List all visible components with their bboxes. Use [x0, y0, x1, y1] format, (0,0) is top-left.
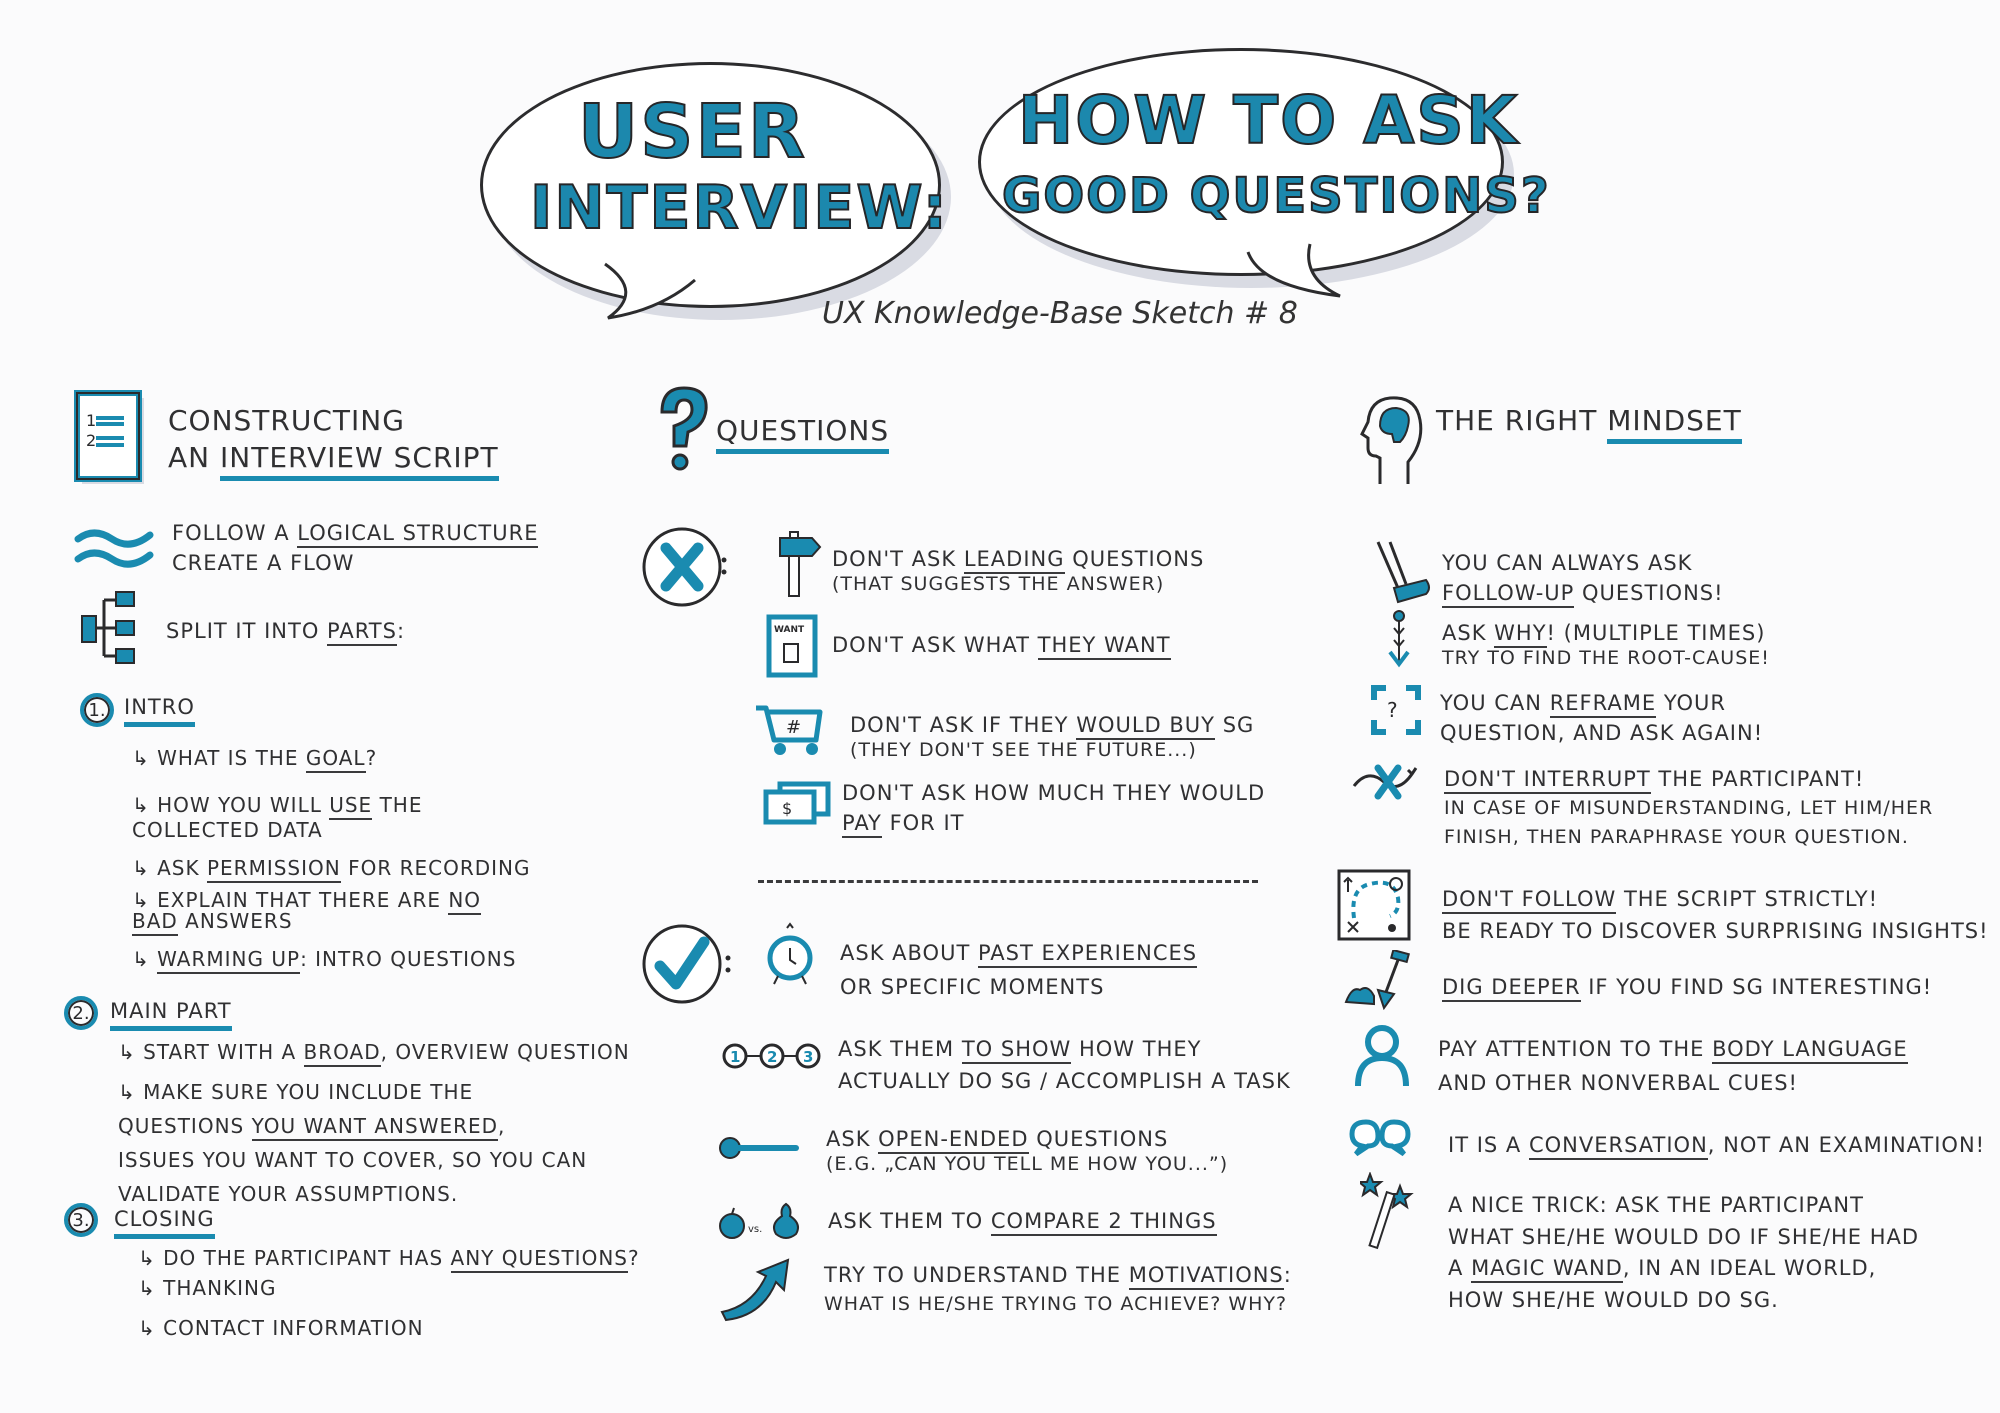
dont-item-want: DON'T ASK WHAT THEY WANT [832, 632, 1171, 660]
svg-text:1: 1 [86, 411, 96, 430]
svg-text:3: 3 [803, 1048, 813, 1066]
mindset-item-magic-wand: A NICE TRICK: ASK THE PARTICIPANT WHAT S… [1448, 1193, 1920, 1312]
section-divider [758, 880, 1258, 883]
svg-text:WANT: WANT [774, 625, 805, 635]
intro-item-permission: ↳ ASK PERMISSION FOR RECORDING [132, 856, 531, 883]
part-number-3: 3. [64, 1203, 98, 1237]
mindset-item-reframe: YOU CAN REFRAME YOUR QUESTION, AND ASK A… [1440, 691, 1764, 746]
main-item-include-questions: ↳ MAKE SURE YOU INCLUDE THE QUESTIONS YO… [118, 1080, 588, 1206]
part-number-2: 2. [64, 996, 98, 1030]
speech-bubbles-icon [1349, 1119, 1411, 1157]
emph-interview-script: INTERVIEW SCRIPT [220, 441, 499, 481]
intro-item-warming-up: ↳ WARMING UP: INTRO QUESTIONS [132, 947, 516, 974]
split-text: SPLIT IT INTO PARTS: [166, 618, 405, 646]
speech-bubble-right [978, 48, 1504, 276]
flow-text: FOLLOW A LOGICAL STRUCTURE CREATE A FLOW [172, 521, 539, 576]
dont-item-pay: DON'T ASK HOW MUCH THEY WOULD PAY FOR IT [842, 780, 1265, 839]
mindset-item-conversation: IT IS A CONVERSATION, NOT AN EXAMINATION… [1448, 1132, 1985, 1160]
closing-item-questions: ↳ DO THE PARTICIPANT HAS ANY QUESTIONS? [138, 1246, 640, 1273]
swing-icon [1376, 541, 1430, 604]
do-item-compare: ASK THEM TO COMPARE 2 THINGS [828, 1208, 1217, 1236]
signpost-icon [779, 531, 822, 597]
title-interview: INTERVIEW: [529, 173, 949, 243]
section-title-questions: QUESTIONS [716, 414, 890, 454]
numbered-list-document-icon: 1 2 [74, 390, 144, 484]
x-circle-icon [642, 527, 727, 607]
do-item-past-experiences: ASK ABOUT PAST EXPERIENCES OR SPECIFIC M… [840, 941, 1198, 1000]
shovel-icon [1344, 950, 1410, 1010]
speech-bubble-right-tail [1246, 243, 1341, 298]
svg-text:2: 2 [86, 431, 96, 450]
main-item-broad: ↳ START WITH A BROAD, OVERVIEW QUESTION [118, 1040, 630, 1067]
mindset-item-script: DON'T FOLLOW THE SCRIPT STRICTLY! BE REA… [1442, 887, 1989, 944]
closing-item-thanking: ↳ THANKING [138, 1276, 277, 1300]
svg-text:2: 2 [767, 1048, 777, 1066]
closing-item-contact: ↳ CONTACT INFORMATION [138, 1316, 424, 1340]
svg-text:$: $ [782, 799, 792, 818]
do-item-motivations: TRY TO UNDERSTAND THE MOTIVATIONS: WHAT … [824, 1263, 1292, 1316]
want-switch-icon: WANT [766, 614, 818, 678]
title-good-questions: GOOD QUESTIONS? [1001, 168, 1551, 224]
mindset-item-dig-deeper: DIG DEEPER IF YOU FIND SG INTERESTING! [1442, 974, 1932, 1002]
title-how-to-ask: HOW TO ASK [1017, 82, 1519, 159]
wave-icon [74, 529, 154, 568]
subtitle: UX Knowledge-Base Sketch # 8 [822, 296, 1298, 331]
intro-item-goal: ↳ WHAT IS THE GOAL? [132, 746, 377, 773]
no-interrupt-icon [1352, 764, 1418, 800]
dont-item-leading: DON'T ASK LEADING QUESTIONS (THAT SUGGES… [832, 547, 1205, 596]
svg-text:#: # [786, 717, 801, 738]
dont-item-buy: DON'T ASK IF THEY WOULD BUY SG (THEY DON… [850, 713, 1255, 762]
checkmark-circle-icon [642, 924, 731, 1004]
intro-item-use-data: ↳ HOW YOU WILL USE THE COLLECTED DATA [132, 793, 423, 842]
reframe-question-icon: ? [1371, 685, 1421, 735]
part-number-1: 1. [80, 693, 114, 727]
tree-hierarchy-icon [81, 591, 135, 664]
chain-down-arrow-icon [1388, 610, 1410, 668]
person-icon [1355, 1025, 1409, 1087]
intro-item-no-bad-answers: ↳ EXPLAIN THAT THERE ARE NO BAD ANSWERS [132, 888, 532, 936]
head-brain-icon [1360, 396, 1423, 484]
open-ended-line-icon [719, 1137, 799, 1159]
do-item-show: ASK THEM TO SHOW HOW THEY ACTUALLY DO SG… [838, 1037, 1291, 1094]
part-title-main: MAIN PART [110, 998, 232, 1032]
treasure-map-icon [1337, 869, 1411, 941]
svg-text:1: 1 [730, 1048, 740, 1066]
mindset-item-body-language: PAY ATTENTION TO THE BODY LANGUAGE AND O… [1438, 1037, 1908, 1096]
mindset-item-follow-up: YOU CAN ALWAYS ASK FOLLOW-UP QUESTIONS! [1442, 550, 1724, 609]
part-title-intro: INTRO [124, 694, 195, 728]
part-title-closing: CLOSING [114, 1206, 215, 1240]
title-user: USER [577, 89, 807, 175]
steps-1-2-3-icon: 1 2 3 [722, 1043, 821, 1069]
apple-vs-pear-icon: vs. [719, 1202, 799, 1239]
section-title-script: CONSTRUCTING AN INTERVIEW SCRIPT [168, 404, 499, 481]
svg-text:vs.: vs. [748, 1224, 762, 1235]
curved-arrow-icon [720, 1258, 790, 1322]
mindset-item-interrupt: DON'T INTERRUPT THE PARTICIPANT! IN CASE… [1444, 767, 1934, 848]
do-item-open-ended: ASK OPEN-ENDED QUESTIONS (E.G. „CAN YOU … [826, 1127, 1229, 1176]
speech-bubble-left [480, 62, 941, 308]
section-title-mindset: THE RIGHT MINDSET [1436, 404, 1742, 444]
shopping-cart-icon: # [756, 705, 823, 755]
alarm-clock-icon [767, 922, 813, 985]
speech-bubble-left-tail [604, 262, 696, 320]
svg-text:?: ? [1387, 698, 1398, 722]
question-mark-icon [660, 386, 708, 471]
magic-wand-icon [1360, 1172, 1414, 1250]
mindset-item-why: ASK WHY! (MULTIPLE TIMES) TRY TO FIND TH… [1442, 621, 1770, 670]
money-bills-icon: $ [763, 781, 831, 825]
